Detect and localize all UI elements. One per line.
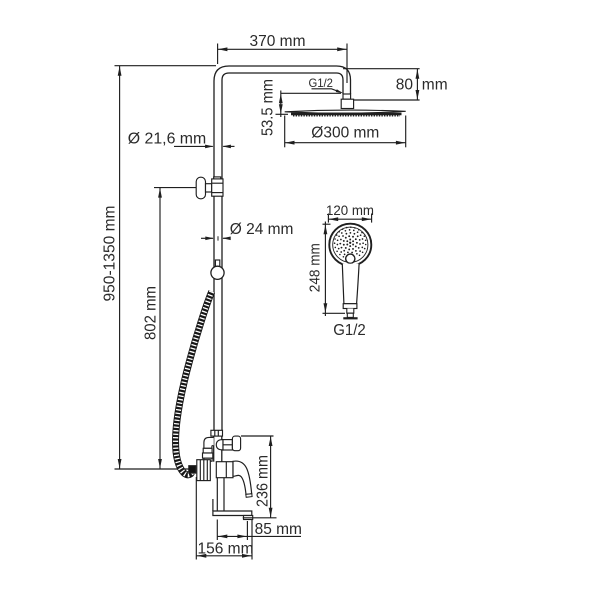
svg-text:mm: mm [422,76,448,93]
svg-text:236 mm: 236 mm [254,455,271,507]
svg-text:Ø300 mm: Ø300 mm [311,125,379,142]
svg-text:120 mm: 120 mm [326,202,374,218]
svg-text:53.5 mm: 53.5 mm [259,79,276,136]
svg-text:156 mm: 156 mm [198,540,254,557]
svg-text:950-1350 mm: 950-1350 mm [101,206,118,302]
svg-text:G1/2: G1/2 [308,76,333,90]
svg-text:370 mm: 370 mm [250,33,306,50]
svg-text:Ø 21,6 mm: Ø 21,6 mm [128,131,207,148]
svg-text:Ø 24 mm: Ø 24 mm [230,221,294,238]
svg-text:G1/2: G1/2 [333,322,366,339]
svg-text:248 mm: 248 mm [307,243,323,292]
svg-text:802 mm: 802 mm [143,286,160,340]
svg-text:80: 80 [396,76,414,93]
svg-text:85 mm: 85 mm [255,521,302,538]
